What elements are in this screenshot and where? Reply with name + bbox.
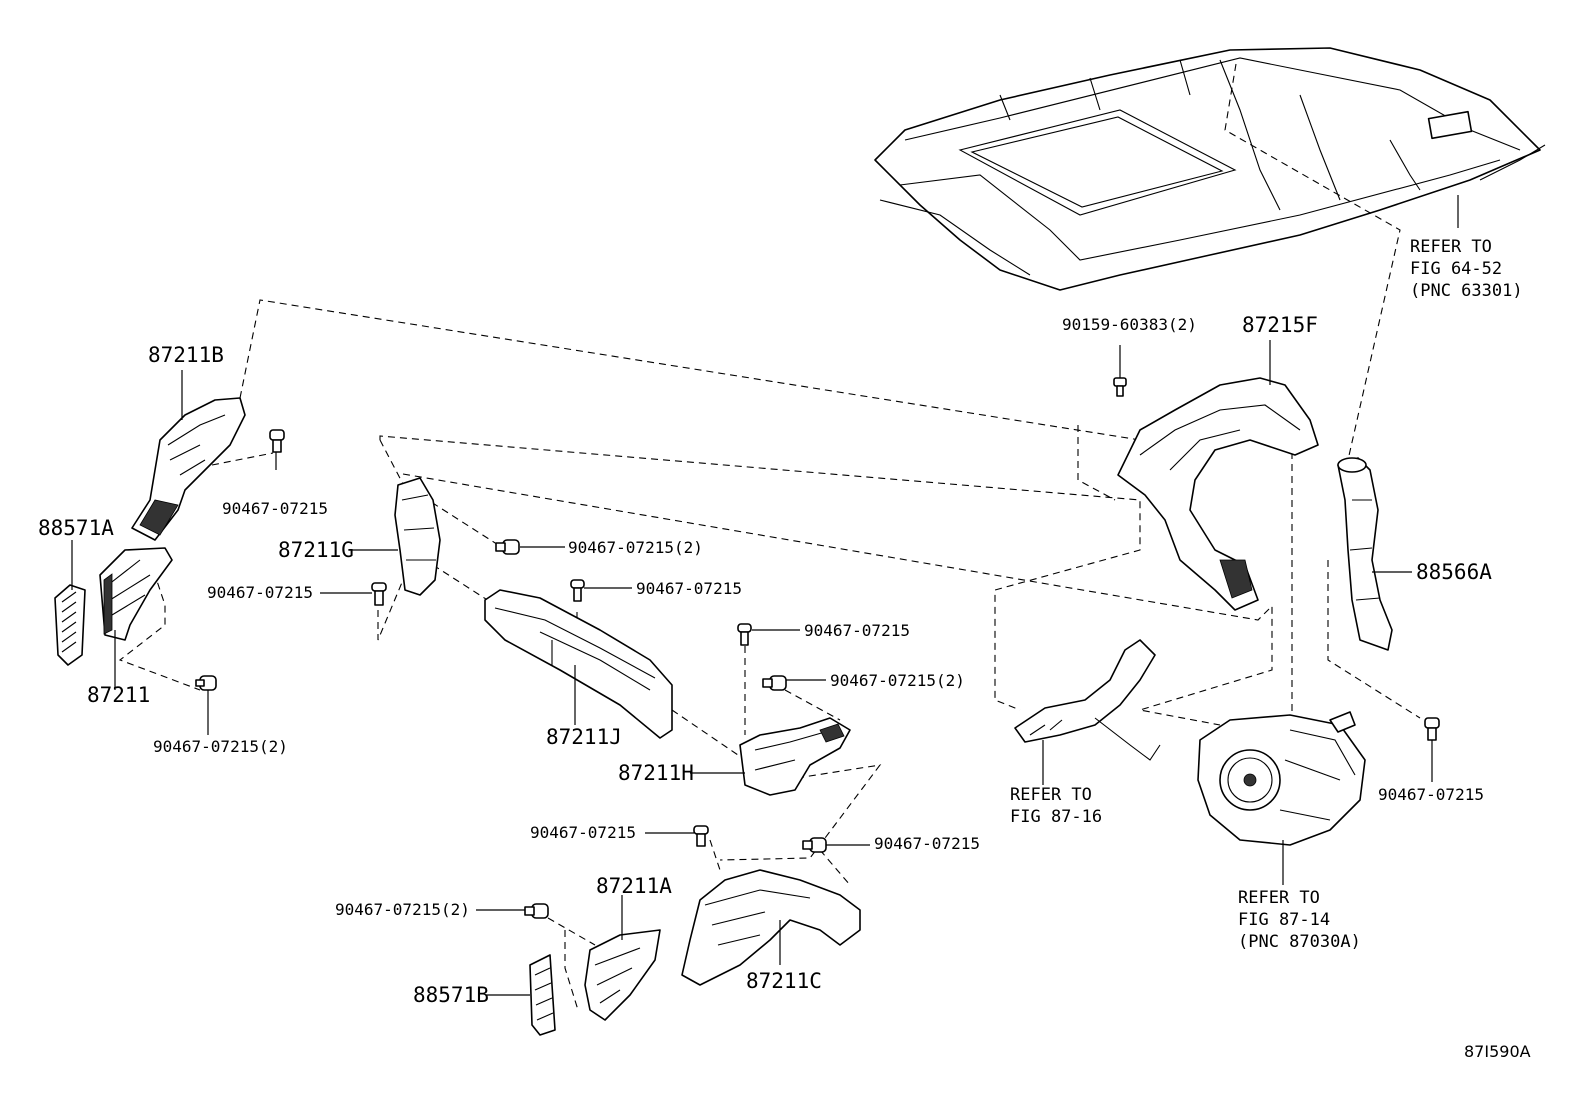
clip-7-icon <box>762 675 787 691</box>
diagram-code: 87I590A <box>1464 1042 1531 1061</box>
clip-2-icon <box>195 675 217 691</box>
label-88571A: 88571A <box>38 516 114 540</box>
clip-3-icon <box>371 582 387 606</box>
label-clip-2: 90467-07215(2) <box>153 737 288 756</box>
clip-9-icon <box>802 837 827 853</box>
clip-5-icon <box>570 579 585 602</box>
label-87211C: 87211C <box>746 969 822 993</box>
label-87211H: 87211H <box>618 761 694 785</box>
harness-drawing <box>1014 639 1161 761</box>
label-87211: 87211 <box>87 683 150 707</box>
part-labels: 87211B 88571A 87211 87211G 87211J 87211H… <box>38 313 1492 1007</box>
clip-10-icon <box>524 903 549 919</box>
label-clip-3: 90467-07215 <box>207 583 313 602</box>
clip-1-icon <box>269 429 285 453</box>
clip-labels: 90467-07215 90467-07215(2) 90467-07215 9… <box>153 315 1484 919</box>
duct-87211J-drawing <box>484 589 673 739</box>
clip-8-icon <box>693 825 709 847</box>
label-clip-1: 90467-07215 <box>222 499 328 518</box>
duct-87211H-drawing <box>739 717 851 796</box>
duct-87215F-drawing <box>1117 377 1319 611</box>
label-87211J: 87211J <box>546 725 622 749</box>
label-87211B: 87211B <box>148 343 224 367</box>
label-87211A: 87211A <box>596 874 672 898</box>
clip-4-icon <box>495 539 520 555</box>
assembly-lines <box>118 63 1421 1011</box>
duct-87211C-drawing <box>681 869 861 986</box>
leader-lines <box>71 195 1459 996</box>
label-clip-10: 90467-07215(2) <box>335 900 470 919</box>
ref-1-line-2: FIG 64-52 <box>1410 259 1502 279</box>
clip-11-icon <box>1424 717 1440 741</box>
duct-87211B-drawing <box>131 397 246 541</box>
ref-2-line-2: FIG 87-16 <box>1010 807 1102 827</box>
fastener-symbols <box>195 377 1440 919</box>
label-88571B: 88571B <box>413 983 489 1007</box>
grille-88571A-drawing <box>54 584 86 666</box>
label-clip-6: 90467-07215 <box>804 621 910 640</box>
grille-88571B-drawing <box>529 954 556 1036</box>
ref-1-line-1: REFER TO <box>1410 237 1492 257</box>
label-87215F: 87215F <box>1242 313 1318 337</box>
clip-12-icon <box>1113 377 1127 397</box>
label-clip-12: 90159-60383(2) <box>1062 315 1197 334</box>
duct-87211A-drawing <box>584 929 661 1021</box>
label-clip-9: 90467-07215 <box>874 834 980 853</box>
duct-88566A-drawing <box>1337 457 1393 651</box>
ref-1-line-3: (PNC 63301) <box>1410 281 1523 301</box>
ref-3-line-2: FIG 87-14 <box>1238 910 1330 930</box>
reference-labels: REFER TO FIG 64-52 (PNC 63301) REFER TO … <box>1010 237 1523 952</box>
roof-headliner-drawing <box>874 47 1546 291</box>
label-clip-8: 90467-07215 <box>530 823 636 842</box>
duct-87211-drawing <box>99 547 173 641</box>
clip-6-icon <box>737 623 752 646</box>
label-88566A: 88566A <box>1416 560 1492 584</box>
blower-unit-drawing <box>1197 711 1366 846</box>
label-clip-5: 90467-07215 <box>636 579 742 598</box>
label-clip-7: 90467-07215(2) <box>830 671 965 690</box>
label-clip-11: 90467-07215 <box>1378 785 1484 804</box>
label-clip-4: 90467-07215(2) <box>568 538 703 557</box>
duct-87211G-drawing <box>394 477 441 596</box>
ref-2-line-1: REFER TO <box>1010 785 1092 805</box>
ref-3-line-1: REFER TO <box>1238 888 1320 908</box>
label-87211G: 87211G <box>278 538 354 562</box>
ref-3-line-3: (PNC 87030A) <box>1238 932 1361 952</box>
